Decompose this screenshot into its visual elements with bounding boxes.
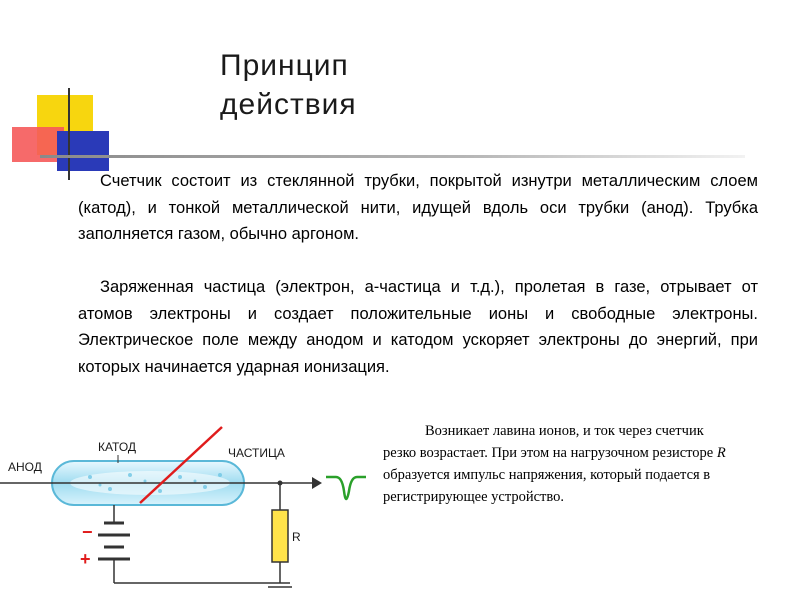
avalanche-text-part1: Возникает лавина ионов, и ток через счет… xyxy=(383,423,717,461)
battery-minus-sign: − xyxy=(82,522,93,542)
title-line-1: Принцип xyxy=(220,49,349,82)
slide-title: Принцип действия xyxy=(220,46,520,124)
battery-plus-sign: + xyxy=(80,549,91,569)
particle-track xyxy=(139,426,223,504)
decor-vertical-line xyxy=(68,88,70,180)
output-arrow xyxy=(312,477,322,489)
battery-icon xyxy=(98,521,130,561)
avalanche-text-part2: образуется импульс напряжения, который п… xyxy=(383,467,711,505)
resistor-label: R xyxy=(292,530,301,544)
geiger-counter-diagram: АНОД КАТОД ЧАСТИЦА R − + xyxy=(0,426,366,588)
cathode-label: КАТОД xyxy=(98,440,136,454)
particle-label: ЧАСТИЦА xyxy=(228,446,285,460)
paragraph-avalanche: Возникает лавина ионов, и ток через счет… xyxy=(383,420,739,508)
resistor-symbol-text: R xyxy=(716,445,726,461)
title-divider xyxy=(40,155,745,158)
paragraph-ionization: Заряженная частица (электрон, а-частица … xyxy=(78,278,758,376)
ion-speckles xyxy=(88,473,222,493)
junction-dot xyxy=(277,480,283,486)
decor-blue-square xyxy=(57,131,109,171)
voltage-pulse-icon xyxy=(326,475,366,501)
anode-label: АНОД xyxy=(8,460,42,474)
paragraph-construction: Счетчик состоит из стеклянной трубки, по… xyxy=(78,172,758,243)
title-line-2: действия xyxy=(220,88,357,121)
load-resistor xyxy=(271,509,289,563)
